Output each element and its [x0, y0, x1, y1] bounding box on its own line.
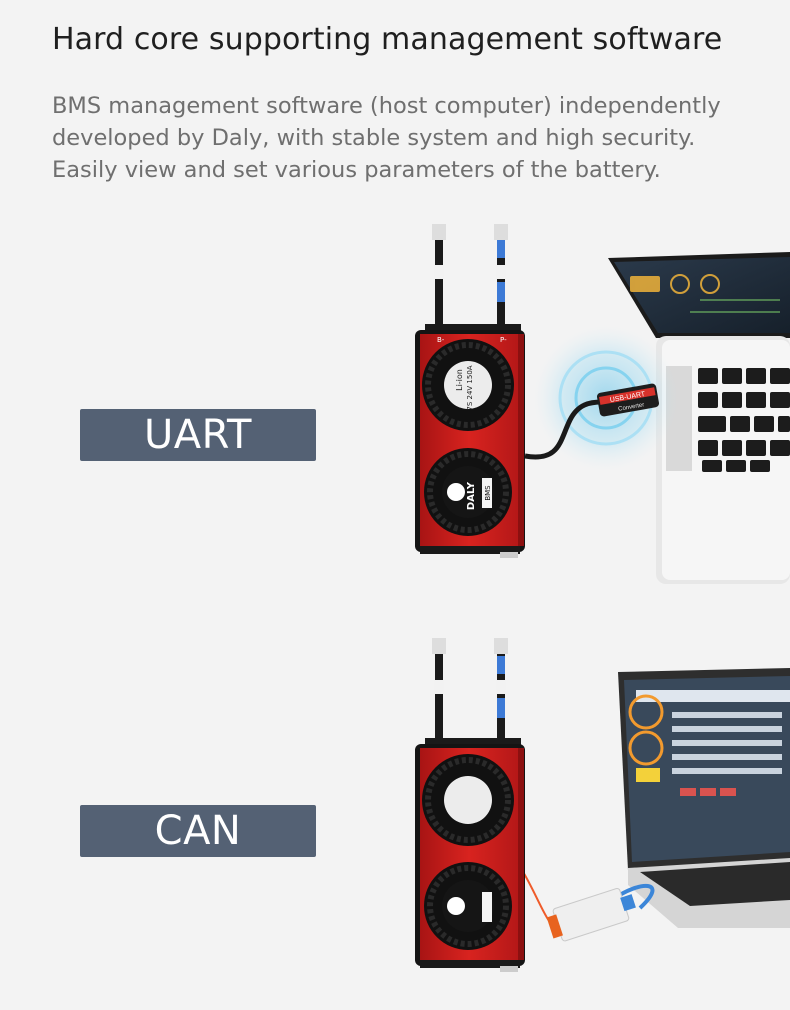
- bms-tag: BMS: [484, 485, 492, 501]
- can-label-badge: CAN: [80, 805, 316, 857]
- laptop-can: [618, 668, 790, 928]
- bms-spec-2: 7S 24V 150A: [466, 365, 474, 410]
- uart-label-badge: UART: [80, 409, 316, 461]
- laptop-uart: [608, 252, 790, 584]
- terminal-plus: P-: [500, 336, 507, 344]
- description-line-3: Easily view and set various parameters o…: [52, 157, 661, 183]
- uart-cable: [524, 399, 603, 460]
- can-converter: [546, 887, 636, 942]
- description-line-2: developed by Daly, with stable system an…: [52, 125, 696, 151]
- bms-board-uart: B- P- Li-ion 7S 24V 150A DALY BMS: [415, 224, 525, 558]
- description-line-1: BMS management software (host computer) …: [52, 93, 721, 119]
- usb-uart-converter: USB-UART Converter: [597, 383, 659, 417]
- terminal-minus: B-: [437, 336, 445, 344]
- description: BMS management software (host computer) …: [52, 90, 752, 186]
- usb-sub-label: Converter: [618, 402, 645, 412]
- bms-board-can: [415, 638, 525, 972]
- bms-spec-1: Li-ion: [455, 369, 464, 391]
- page-title: Hard core supporting management software: [52, 22, 723, 57]
- bms-brand: DALY: [466, 481, 477, 510]
